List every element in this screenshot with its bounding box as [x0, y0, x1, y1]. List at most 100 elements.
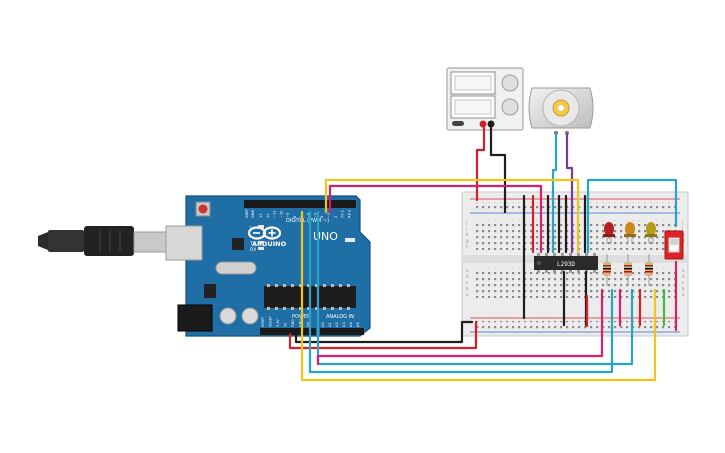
brand-label: ARDUINO [252, 240, 287, 248]
pin-label-power: IOREF [261, 317, 265, 327]
row-letter: b [466, 286, 469, 291]
led-rx-label: RX [250, 247, 256, 253]
pin-label-analog: A3 [342, 322, 346, 327]
row-letter: d [466, 274, 469, 279]
pin-label-gnd: GND [251, 210, 255, 218]
pin-label-power: 5V [284, 322, 288, 327]
wire-magenta-signal[interactable] [328, 184, 543, 254]
wire-black-supply-negative[interactable] [489, 122, 507, 214]
led-orange[interactable] [624, 222, 636, 244]
row-letter: h [466, 232, 469, 237]
dc-motor[interactable] [528, 87, 594, 135]
slide-switch[interactable] [664, 230, 684, 260]
arduino-uno-board[interactable]: ARDUINO UNO DIGITAL (PWM ~) POWER ANALOG… [165, 195, 371, 337]
wire-yellow-signal[interactable] [324, 178, 580, 254]
pin-label-digital: 13 [259, 213, 263, 218]
row-letter: a [466, 292, 469, 297]
resistor[interactable] [603, 254, 611, 286]
capacitor [219, 307, 237, 325]
chip-label: L293D [557, 261, 575, 268]
usb-jack[interactable] [165, 225, 203, 261]
bottom-terminal-strip[interactable] [473, 268, 677, 298]
row-letter: e [682, 268, 685, 273]
current-knob[interactable] [501, 98, 519, 116]
capacitor [241, 307, 259, 325]
pin-label-digital: ~3 [327, 213, 331, 218]
row-letter: f [466, 244, 468, 249]
pin-label-digital: ~6 [307, 212, 311, 218]
row-letter: i [466, 226, 467, 231]
pin-label-digital: RX 0 [347, 209, 351, 218]
row-letter: c [466, 280, 468, 285]
power-jack[interactable] [177, 304, 213, 332]
top-power-rail[interactable] [473, 202, 677, 210]
row-letter: a [682, 292, 685, 297]
wire-purple-motor[interactable] [565, 132, 574, 254]
analog-label: ANALOG IN [326, 314, 354, 320]
usb-cable[interactable] [38, 226, 169, 256]
power-supply[interactable] [446, 67, 524, 131]
pin-label-digital: ~10 [279, 210, 283, 218]
pin-label-analog: A4 [349, 322, 353, 327]
voltage-knob[interactable] [501, 74, 519, 92]
power-header[interactable] [260, 328, 316, 335]
model-label: UNO [313, 230, 338, 243]
pin-label-analog: A1 [328, 322, 332, 327]
pin-label-power: GND [291, 319, 295, 327]
wire-yellow-led[interactable] [300, 210, 657, 382]
row-letter: b [682, 286, 685, 291]
top-terminal-strip[interactable] [473, 220, 677, 250]
pin-label-digital: ~5 [313, 213, 317, 218]
row-letter: i [682, 226, 683, 231]
pin-label-analog: A0 [321, 322, 325, 327]
resistor[interactable] [624, 254, 632, 286]
bottom-power-rail[interactable] [473, 321, 677, 329]
digital-header[interactable] [244, 200, 356, 208]
wire-red-supply-positive[interactable] [475, 122, 486, 202]
led-yellow[interactable] [645, 222, 657, 244]
voltage-regulator [204, 284, 216, 298]
led-l [258, 225, 264, 228]
pin-label-analog: A5 [356, 322, 360, 327]
pin-label-digital: 12 [266, 213, 270, 218]
pin-label-aref: AREF [245, 209, 249, 218]
wire-blue-led-2[interactable] [316, 210, 634, 366]
pin-label-power: RESET [269, 315, 273, 327]
pin-label-digital: 2 [334, 216, 338, 218]
led-l-label: L [250, 225, 253, 231]
wire-red-5v[interactable] [288, 320, 478, 350]
reset-button-cap[interactable] [198, 204, 208, 214]
row-letter: e [466, 268, 469, 273]
pin-label-power: GND [299, 319, 303, 327]
wire-blue-switch[interactable] [586, 178, 678, 254]
row-letter: d [682, 274, 685, 279]
led-red[interactable] [603, 222, 615, 244]
pin-label-digital: ~11 [273, 210, 277, 218]
led-tx-label: TX [249, 241, 256, 247]
pin-label-digital: 4 [320, 215, 324, 218]
led-rx [258, 247, 264, 250]
wire-blue-motor[interactable] [551, 132, 558, 254]
pin-label-digital: TX 1 [341, 210, 345, 219]
wire-blue-led[interactable] [308, 210, 614, 374]
pin-label-power: Vin [306, 322, 310, 327]
row-letter: g [466, 238, 469, 243]
power-switch[interactable] [452, 121, 464, 126]
wire-black-ground[interactable] [294, 320, 474, 344]
l293d-chip[interactable]: L293D [534, 253, 598, 273]
crystal-oscillator [215, 261, 257, 275]
pin-label-digital: ~9 [286, 212, 290, 218]
digital-label: DIGITAL (PWM ~) [286, 218, 329, 224]
power-led [345, 238, 355, 242]
row-letter: j [681, 220, 683, 225]
pin-label-power: 3.3V [276, 319, 280, 327]
resistor[interactable] [645, 254, 653, 286]
wire-magenta-led[interactable] [316, 288, 604, 366]
led-tx [258, 241, 264, 244]
analog-header[interactable] [320, 328, 364, 335]
